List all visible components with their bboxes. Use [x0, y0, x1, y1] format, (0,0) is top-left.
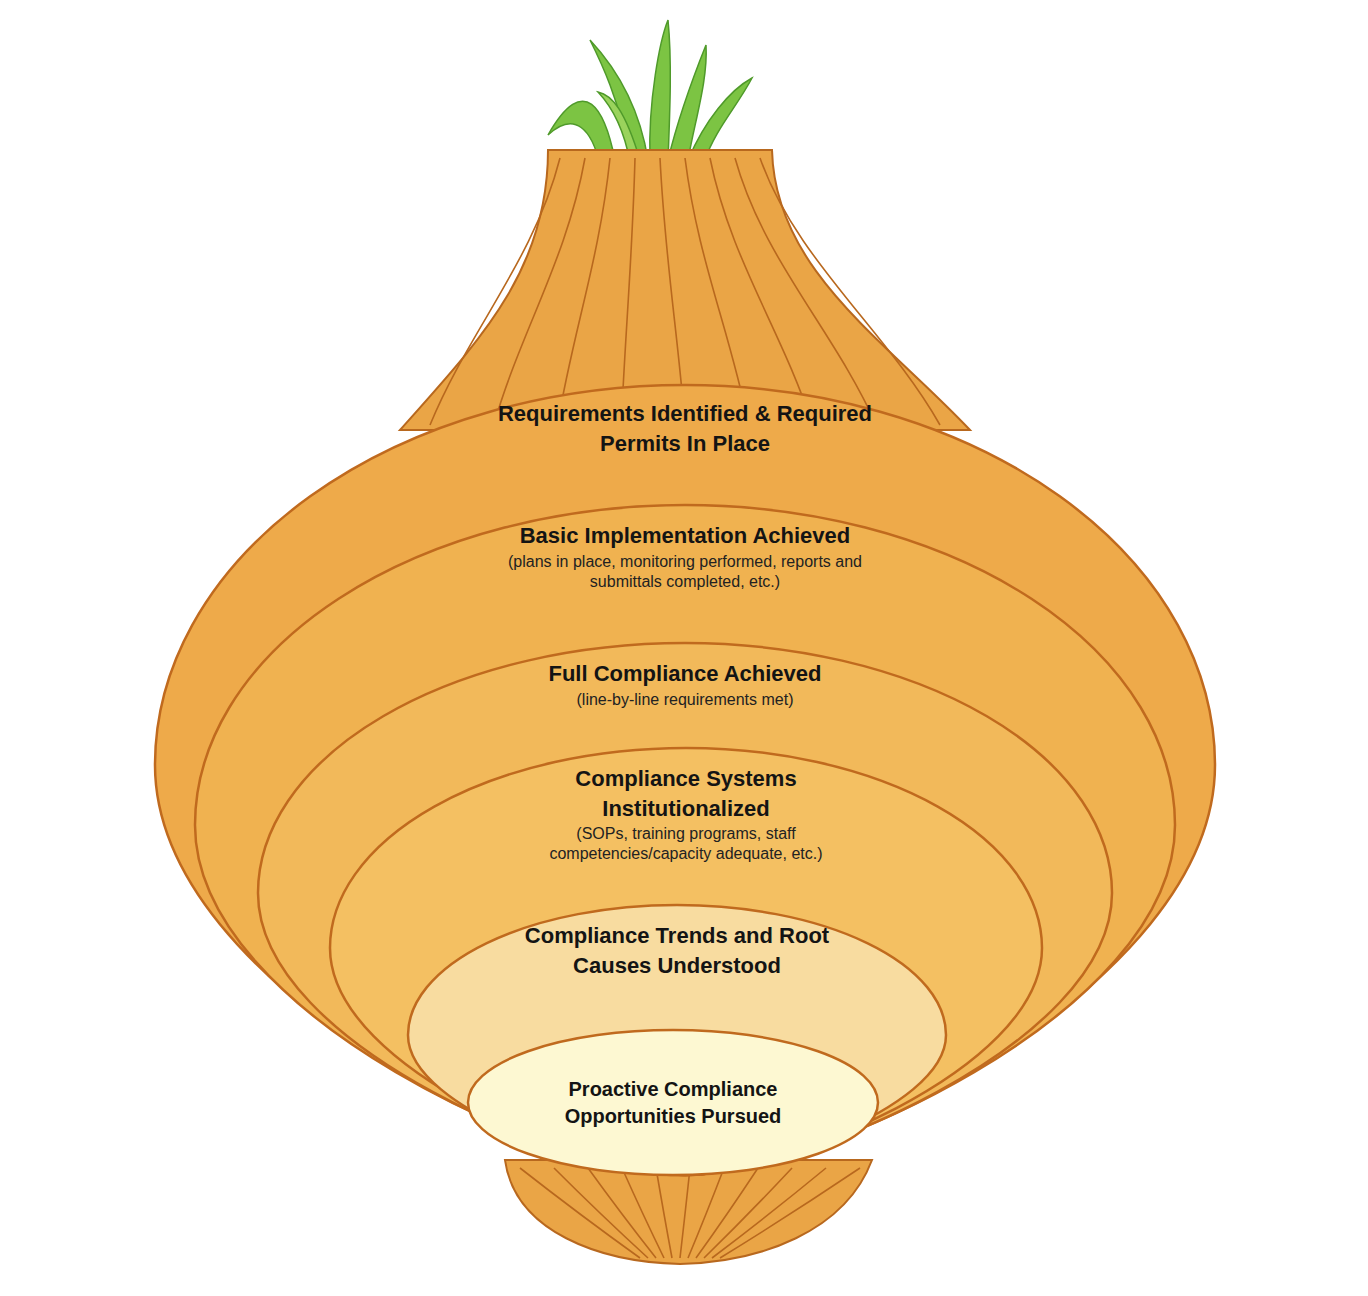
onion-layer: Full Compliance Achieved(line-by-line re… [258, 643, 1112, 1175]
layer-shape [258, 643, 1112, 1175]
neck-stripe [430, 158, 560, 425]
layer-heading: Proactive Compliance Opportunities Pursu… [528, 1076, 818, 1130]
root-stripe [588, 1168, 656, 1258]
layer-detail: (plans in place, monitoring performed, r… [470, 552, 900, 592]
root-stripe [704, 1168, 792, 1258]
root-stripe [720, 1168, 860, 1258]
root-stripe [680, 1168, 690, 1258]
layer-heading: Basic Implementation Achieved [470, 521, 900, 551]
neck-stripe [558, 158, 611, 425]
leaf [688, 78, 752, 160]
neck-stripe [494, 158, 585, 425]
layer-text: Compliance Systems Institutionalized(SOP… [506, 748, 866, 864]
layer-outline [468, 1030, 878, 1175]
leaf [590, 40, 648, 160]
layer-heading: Full Compliance Achieved [475, 659, 895, 689]
layer-text: Proactive Compliance Opportunities Pursu… [528, 1030, 818, 1130]
onion-layer: Basic Implementation Achieved(plans in p… [195, 505, 1175, 1175]
root-stripe [712, 1168, 826, 1258]
layer-shape [155, 385, 1215, 1175]
leaf [650, 20, 671, 160]
layer-heading: Requirements Identified & Required Permi… [465, 399, 905, 458]
layer-shape [468, 1030, 878, 1175]
root-stripes [520, 1168, 860, 1258]
layer-shape [330, 748, 1042, 1175]
onion-layer: Proactive Compliance Opportunities Pursu… [468, 1030, 878, 1175]
neck-stripe [760, 158, 940, 425]
root-stripe [554, 1168, 648, 1258]
neck-stripe [735, 158, 876, 425]
layer-detail: (SOPs, training programs, staff competen… [506, 824, 866, 864]
neck-stripe [621, 158, 635, 425]
layer-text: Full Compliance Achieved(line-by-line re… [475, 643, 895, 710]
onion-layer: Requirements Identified & Required Permi… [155, 385, 1215, 1175]
layer-shape [195, 505, 1175, 1175]
layer-text: Compliance Trends and Root Causes Unders… [512, 905, 842, 980]
layer-shape [408, 905, 946, 1175]
layer-detail: (line-by-line requirements met) [475, 690, 895, 710]
layer-heading: Compliance Systems Institutionalized [506, 764, 866, 823]
layer-heading: Compliance Trends and Root Causes Unders… [512, 921, 842, 980]
layer-text: Requirements Identified & Required Permi… [465, 385, 905, 458]
onion-layer: Compliance Trends and Root Causes Unders… [408, 905, 946, 1175]
root-stripe [656, 1168, 672, 1258]
onion-layer: Compliance Systems Institutionalized(SOP… [330, 748, 1042, 1175]
layer-text: Basic Implementation Achieved(plans in p… [470, 505, 900, 592]
